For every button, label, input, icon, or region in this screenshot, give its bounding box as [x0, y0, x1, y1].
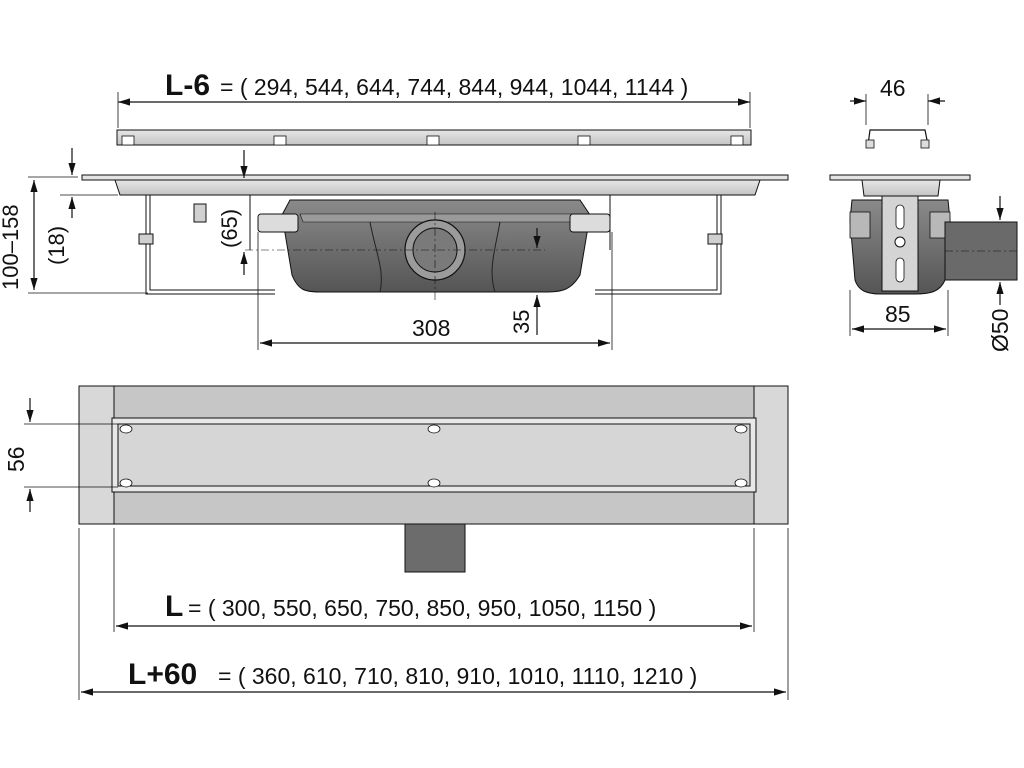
bracket-width-label: 46 — [880, 75, 906, 101]
outlet-diameter-label: Ø50 — [987, 309, 1013, 352]
grate-values: = ( 294, 544, 644, 744, 844, 944, 1044, … — [220, 74, 688, 100]
flange-height-label: (18) — [44, 226, 69, 265]
length-formula: L — [165, 590, 183, 623]
drain-end-view — [829, 174, 1020, 295]
bracket-dimension: 46 — [850, 75, 945, 149]
outlet-height-label: (65) — [217, 209, 242, 248]
side-width-label: 85 — [885, 301, 911, 327]
drain-side-view — [81, 174, 789, 300]
height-range-label: 100–158 — [0, 204, 23, 290]
grate-formula: L-6 — [165, 69, 210, 102]
channel-width-label: 56 — [3, 446, 29, 472]
body-width-label: 308 — [412, 315, 450, 341]
channel-width-dimension: 56 — [3, 398, 118, 512]
side-width-dimension: 85 — [849, 290, 949, 336]
total-formula: L+60 — [128, 658, 197, 691]
drain-top-view — [78, 385, 789, 573]
length-dimension: L = ( 300, 550, 650, 750, 850, 950, 1050… — [113, 528, 755, 632]
total-length-dimension: L+60 = ( 360, 610, 710, 810, 910, 1010, … — [78, 528, 789, 700]
height-dimensions: 100–158 (18) (65) — [0, 148, 248, 294]
length-values: = ( 300, 550, 650, 750, 850, 950, 1050, … — [188, 595, 656, 621]
outlet-bottom-dimension: 35 — [509, 228, 541, 335]
grate-bar — [116, 129, 752, 146]
outlet-diameter-dimension: Ø50 — [987, 196, 1013, 352]
outlet-bottom-label: 35 — [509, 310, 534, 334]
total-values: = ( 360, 610, 710, 810, 910, 1010, 1110,… — [218, 663, 697, 689]
grate-dimension: L-6 = ( 294, 544, 644, 744, 844, 944, 10… — [117, 69, 751, 128]
body-width-dimension: 308 — [257, 232, 613, 350]
